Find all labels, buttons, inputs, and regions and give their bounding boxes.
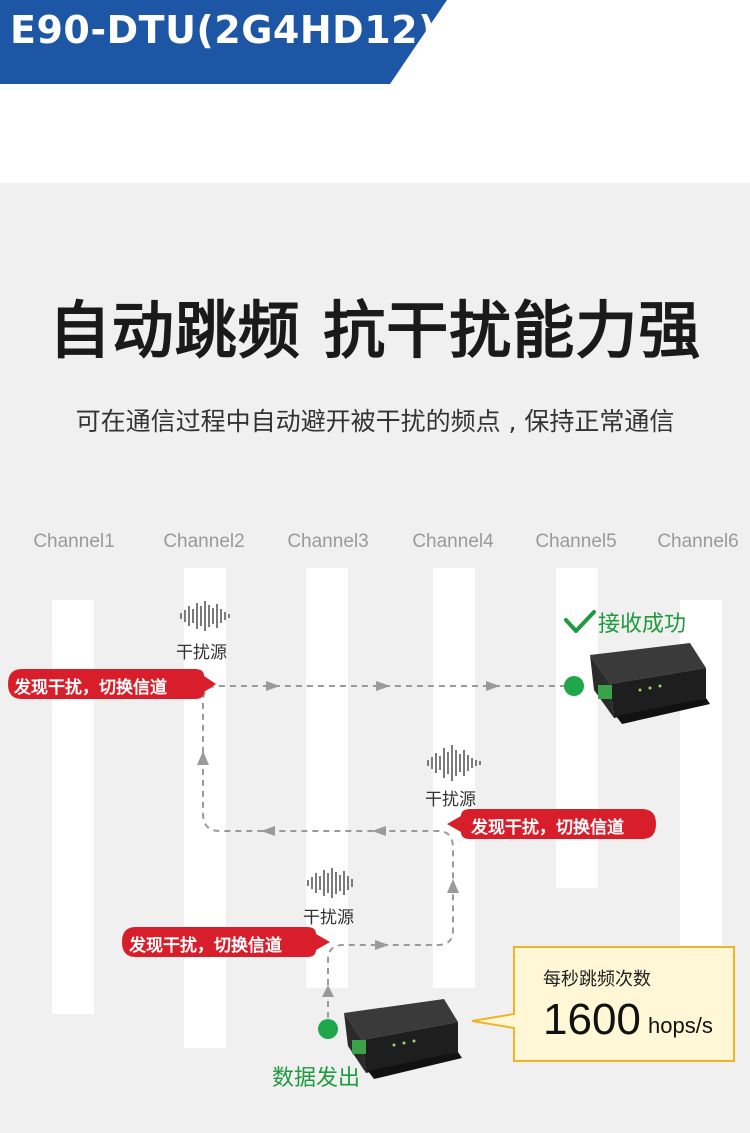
channel-label-6: Channel6 [657, 531, 739, 552]
check-icon [564, 610, 596, 633]
channel-label-1: Channel1 [33, 531, 115, 552]
receive-success-label: 接收成功 [598, 612, 687, 637]
callout-shape-middle [447, 809, 656, 839]
waveform-icon [307, 868, 353, 898]
channel-label-3: Channel3 [287, 531, 369, 552]
send-point [318, 1019, 338, 1039]
callout-top: 发现干扰，切换信道 [14, 678, 167, 698]
headline: 自动跳频 抗干扰能力强 [48, 294, 702, 367]
channel-label-2: Channel2 [163, 531, 245, 552]
channel-label-5: Channel5 [535, 531, 617, 552]
hop-rate-unit: hops/s [648, 1013, 713, 1038]
subheadline: 可在通信过程中自动避开被干扰的频点 , 保持正常通信 [75, 407, 675, 436]
interference-label-1: 干扰源 [176, 643, 227, 663]
waveform-icon [427, 745, 481, 781]
channel-label-4: Channel4 [412, 531, 494, 552]
callout-shape-bottom [122, 927, 330, 957]
hop-path [202, 685, 574, 1018]
hop-rate-value: 1600 [543, 995, 641, 1044]
callout-shape-top [8, 669, 216, 699]
data-sent-label: 数据发出 [272, 1066, 361, 1091]
receive-point [564, 676, 584, 696]
interference-label-3: 干扰源 [303, 908, 354, 928]
hop-rate-caption: 每秒跳频次数 [543, 969, 651, 990]
banner [0, 0, 447, 84]
path-arrows [197, 681, 500, 997]
channel-lane-2 [184, 568, 226, 1048]
waveform-icon [180, 601, 230, 631]
callout-middle: 发现干扰，切换信道 [471, 818, 624, 838]
dtu-device-icon [344, 999, 462, 1079]
interference-label-2: 干扰源 [425, 790, 476, 810]
hop-rate-box-shape [471, 946, 735, 1062]
channel-lane-3 [306, 568, 348, 988]
dtu-device-icon [590, 643, 710, 724]
callout-bottom: 发现干扰，切换信道 [129, 936, 282, 956]
product-title: E90-DTU(2G4HD12) [10, 8, 436, 52]
